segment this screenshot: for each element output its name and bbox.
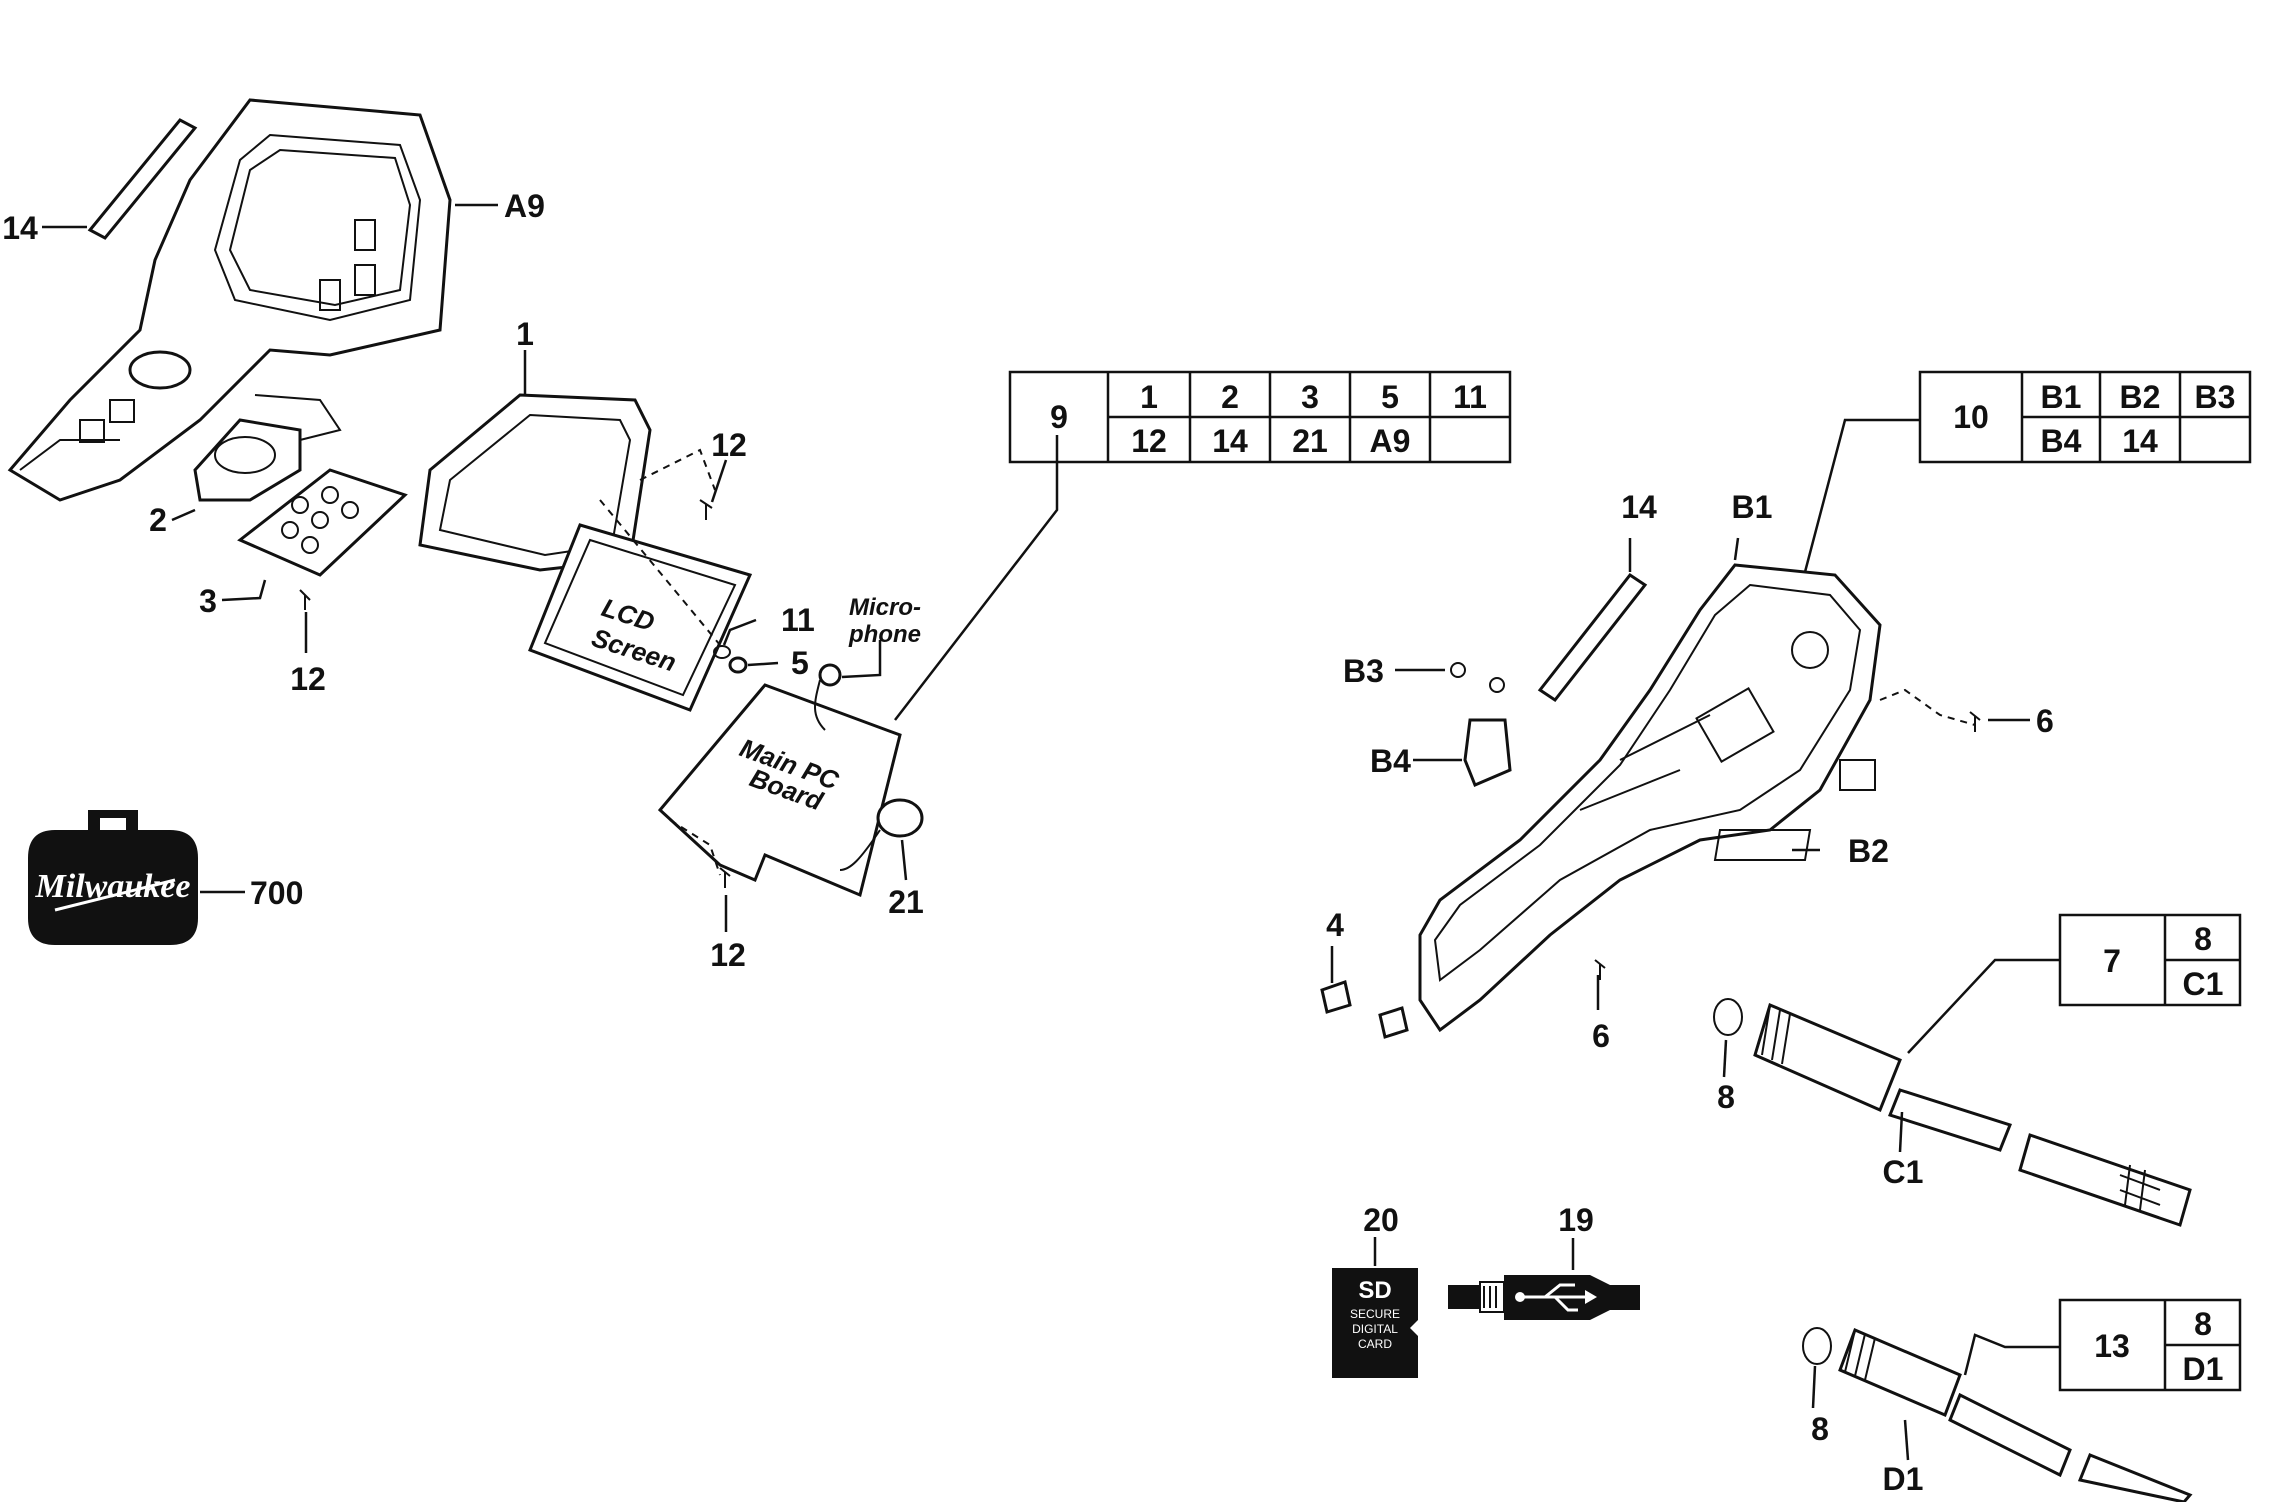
main-pc-board: Main PC Board — [657, 679, 902, 898]
part-label-b2: B2 — [1848, 833, 1889, 869]
kit-9-cell: 3 — [1301, 379, 1319, 415]
foot-part-4 — [1320, 980, 1409, 1039]
o-ring-part-8-upper — [1713, 998, 1743, 1036]
camera-head-d1 — [1838, 1328, 2193, 1502]
microphone-label-line2: phone — [848, 621, 921, 648]
screw-part-6-right — [1969, 711, 1981, 732]
sd-text-line3: CARD — [1358, 1337, 1392, 1351]
part-label-8: 8 — [1811, 1411, 1829, 1447]
sd-text-line2: DIGITAL — [1352, 1322, 1398, 1336]
kit-9-cell: 1 — [1140, 379, 1158, 415]
kit-table-13: 13 8 D1 — [2058, 1298, 2242, 1392]
keypad-board-part-3 — [237, 468, 408, 577]
part-label-1: 1 — [516, 316, 534, 352]
monitor-housing-a9 — [7, 98, 452, 502]
screw-part-12-top — [699, 499, 713, 520]
usb-cable-part-19 — [1448, 1275, 1640, 1320]
part-label-12: 12 — [290, 661, 326, 697]
o-ring-part-8-lower — [1802, 1327, 1832, 1365]
sd-logo-text: SD — [1358, 1277, 1391, 1304]
kit-10-cell: B3 — [2195, 379, 2236, 415]
kit-9-cell: 21 — [1292, 423, 1328, 459]
kit-13-cell: D1 — [2183, 1351, 2224, 1387]
kit-10-cell: 14 — [2122, 423, 2158, 459]
kit-table-7: 7 8 C1 — [2058, 913, 2242, 1007]
speaker-part-21 — [839, 798, 924, 871]
milwaukee-logo-text: Milwaukee — [35, 868, 191, 905]
kit-10-cell: B1 — [2041, 379, 2082, 415]
part-label-11: 11 — [781, 602, 815, 638]
handle-housing-b1 — [1418, 563, 1882, 1033]
kit-9-cell: 14 — [1212, 423, 1248, 459]
kit-7-cell: 8 — [2194, 921, 2212, 957]
label-part-b2 — [1713, 829, 1812, 861]
keypad-part-2 — [193, 394, 342, 502]
kit-10-cell: B4 — [2041, 423, 2082, 459]
microphone-label-line1: Micro- — [849, 594, 921, 621]
part-label-6: 6 — [2036, 703, 2054, 739]
carrying-case-700: Milwaukee — [28, 810, 198, 945]
kit-9-cell: 5 — [1381, 379, 1399, 415]
part-label-c1: C1 — [1883, 1154, 1924, 1190]
kit-table-9: 9 1 2 3 5 11 12 14 21 A9 — [1008, 370, 1512, 464]
screw-part-5 — [728, 656, 748, 674]
switch-part-b4 — [1463, 718, 1512, 787]
kit-9-number: 9 — [1050, 399, 1068, 435]
part-label-700: 700 — [250, 875, 303, 911]
kit-9-cell: 12 — [1131, 423, 1167, 459]
screw-part-6-bottom — [1594, 959, 1606, 980]
sd-card-part-20: SD SECURE DIGITAL CARD — [1332, 1268, 1418, 1378]
lcd-screen: LCD Screen — [528, 523, 753, 712]
part-label-6: 6 — [1592, 1018, 1610, 1054]
screw-part-12-left — [299, 589, 311, 610]
part-label-19: 19 — [1558, 1202, 1594, 1238]
clip-part-14-top — [87, 118, 198, 240]
part-label-5: 5 — [791, 645, 809, 681]
kit-9-cell: 11 — [1453, 379, 1487, 415]
kit-table-10: 10 B1 B2 B3 B4 14 — [1918, 370, 2252, 464]
screw-part-12-bottom — [719, 867, 731, 888]
part-label-14: 14 — [1621, 489, 1657, 525]
part-label-14: 14 — [2, 210, 38, 246]
kit-9-cell: A9 — [1370, 423, 1411, 459]
part-label-21: 21 — [888, 884, 924, 920]
part-label-4: 4 — [1326, 907, 1344, 943]
washer-part-11 — [713, 645, 731, 659]
part-label-d1: D1 — [1883, 1461, 1924, 1497]
part-label-20: 20 — [1363, 1202, 1399, 1238]
part-label-a9: A9 — [504, 188, 545, 224]
screw-part-b3 — [1450, 662, 1505, 693]
clip-part-14-right — [1537, 572, 1648, 703]
part-label-b3: B3 — [1343, 653, 1384, 689]
part-label-12: 12 — [711, 427, 747, 463]
kit-10-number: 10 — [1953, 399, 1989, 435]
kit-10-cell: B2 — [2120, 379, 2161, 415]
part-label-b4: B4 — [1370, 743, 1411, 779]
microphone — [818, 663, 842, 687]
part-label-3: 3 — [199, 583, 217, 619]
kit-9-cell: 2 — [1221, 379, 1239, 415]
kit-7-number: 7 — [2103, 943, 2121, 979]
kit-7-cell: C1 — [2183, 966, 2224, 1002]
sd-text-line1: SECURE — [1350, 1307, 1400, 1321]
part-label-8: 8 — [1717, 1079, 1735, 1115]
part-label-2: 2 — [149, 502, 167, 538]
kit-13-cell: 8 — [2194, 1306, 2212, 1342]
part-label-12: 12 — [710, 937, 746, 973]
leader-lines — [42, 203, 2060, 1461]
kit-13-number: 13 — [2094, 1328, 2130, 1364]
camera-head-c1 — [1753, 1002, 2192, 1227]
part-label-b1: B1 — [1732, 489, 1773, 525]
